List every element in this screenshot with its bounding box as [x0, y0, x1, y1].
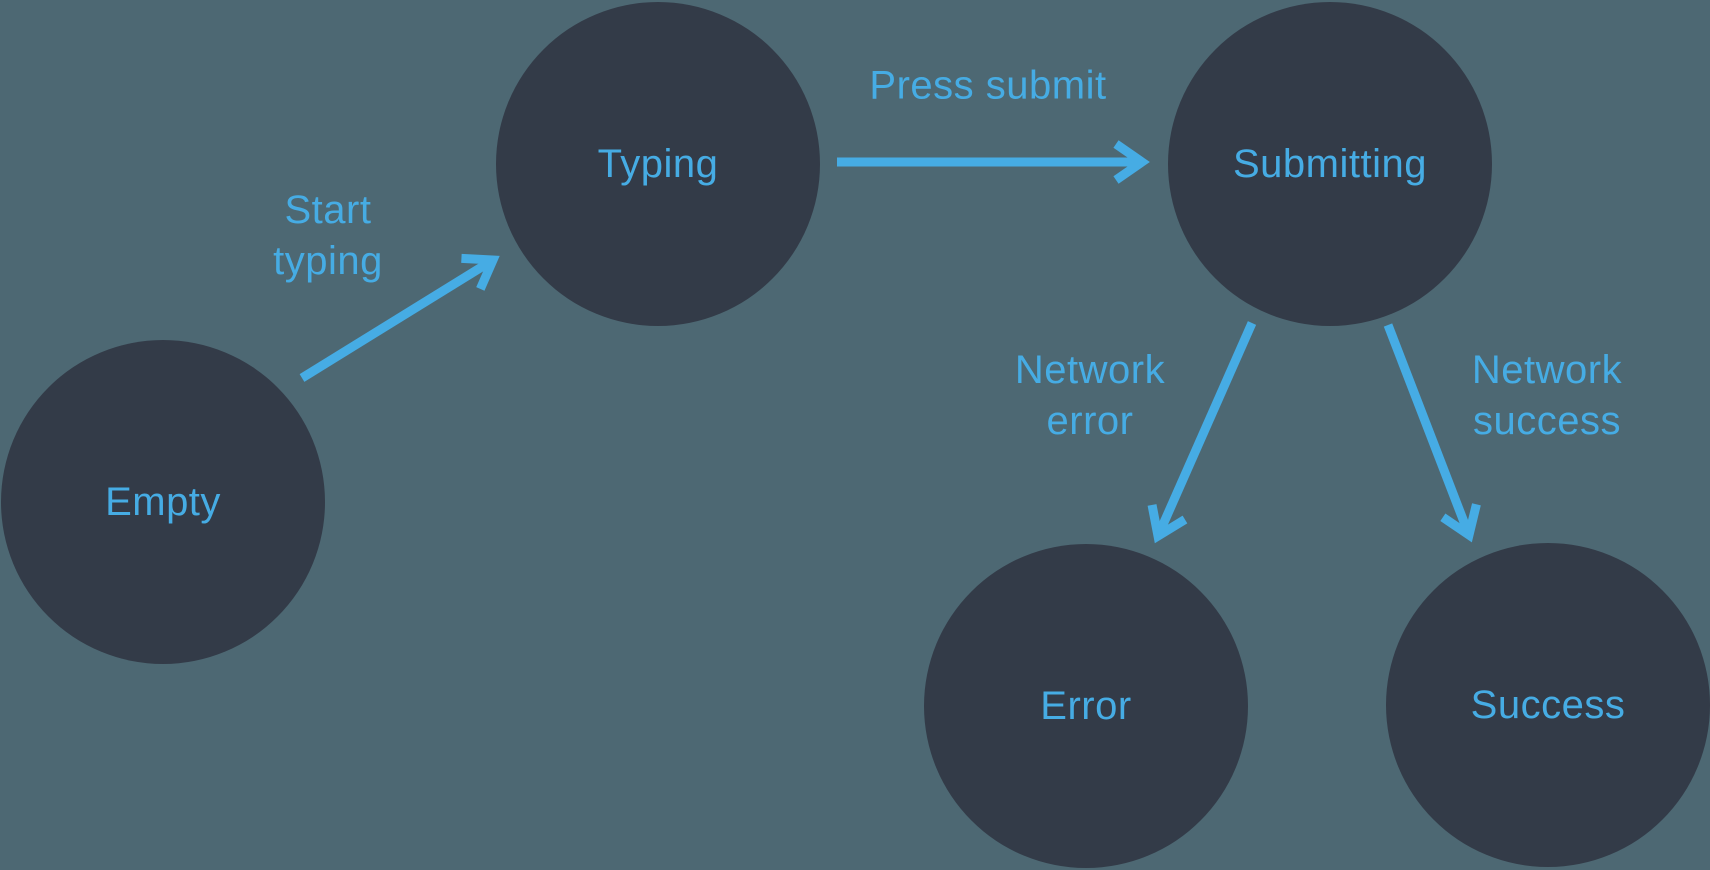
- state-label-error: Error: [1040, 683, 1132, 728]
- state-node-error: Error: [924, 544, 1248, 868]
- edge-label-press-submit: Press submit: [869, 63, 1107, 108]
- state-node-success: Success: [1386, 543, 1710, 867]
- arrow-network-error: [1147, 321, 1257, 544]
- state-node-empty: Empty: [1, 340, 325, 664]
- edge-label-network-error: Network error: [1014, 347, 1166, 443]
- state-label-submitting: Submitting: [1233, 141, 1427, 186]
- state-label-empty: Empty: [105, 479, 221, 524]
- state-label-success: Success: [1470, 682, 1626, 727]
- edge-label-network-success: Network success: [1471, 347, 1623, 443]
- edge-label-start-typing: Start typing: [273, 187, 383, 283]
- state-node-submitting: Submitting: [1168, 2, 1492, 326]
- arrow-network-success: [1383, 323, 1481, 543]
- arrow-start-typing: [299, 253, 500, 382]
- state-label-typing: Typing: [597, 141, 719, 186]
- state-node-typing: Typing: [496, 2, 820, 326]
